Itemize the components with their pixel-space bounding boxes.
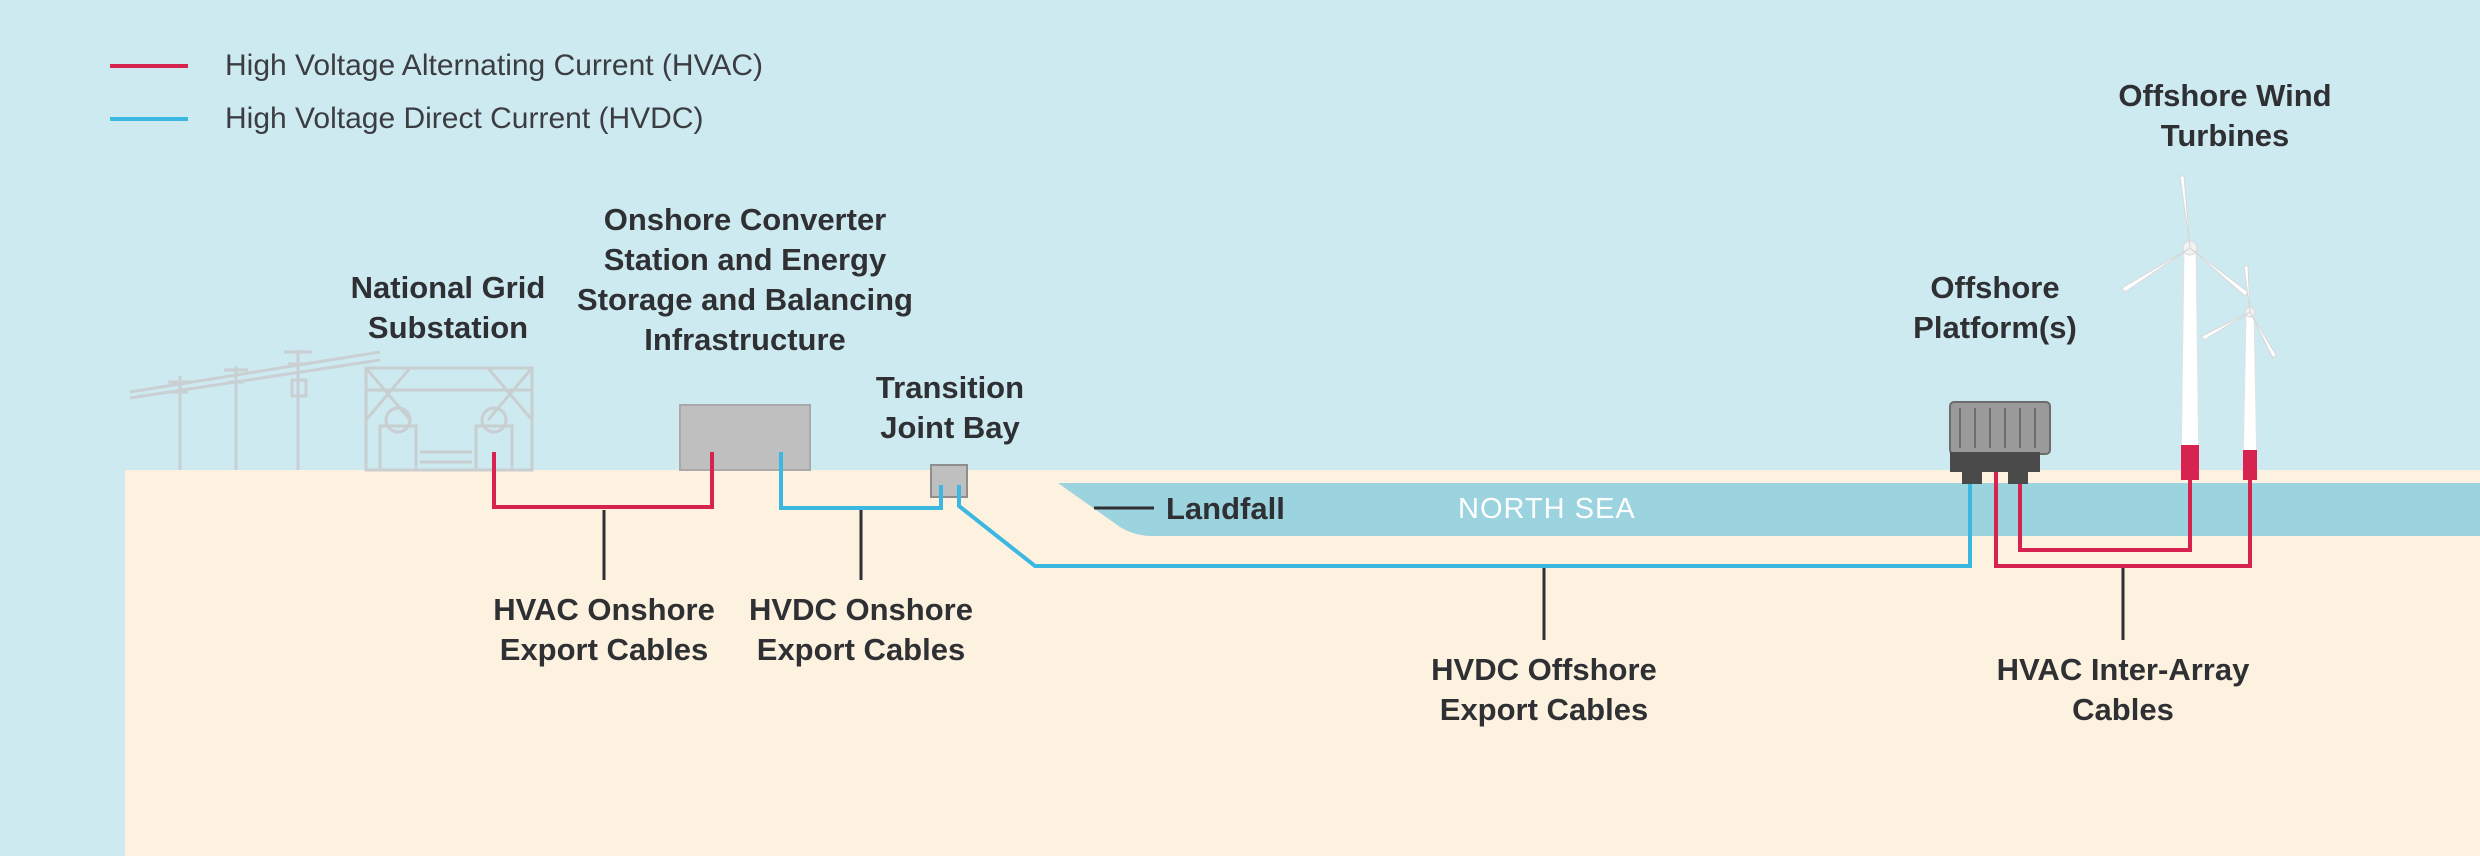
label-hvac-onshore-line1: HVAC Onshore [493, 592, 715, 627]
label-hvdc-offshore-line2: Export Cables [1439, 692, 1649, 727]
label-platform-line1: Offshore [1930, 270, 2060, 305]
label-substation-line2: Substation [367, 310, 529, 345]
label-substation-line1: National Grid [350, 270, 546, 305]
label-hvac-onshore-cables: HVAC Onshore Export Cables [469, 590, 739, 670]
label-converter-line2: Station and Energy [603, 242, 887, 277]
label-converter-line4: Infrastructure [644, 322, 846, 357]
north-sea-water [1058, 483, 2480, 536]
hvdc-offshore-cable [957, 478, 1972, 568]
sky-background [0, 0, 2480, 470]
label-converter-line3: Storage and Balancing [577, 282, 913, 317]
label-north-sea: NORTH SEA [1458, 493, 1636, 525]
offshore-platform-icon [1949, 401, 2051, 484]
left-sky-edge [0, 470, 125, 856]
label-joint-bay-line1: Transition [875, 370, 1025, 405]
label-substation: National Grid Substation [318, 268, 578, 348]
label-joint-bay: Transition Joint Bay [845, 368, 1055, 448]
label-joint-bay-line2: Joint Bay [880, 410, 1020, 445]
hvac-inter-array-inner [2018, 470, 2192, 552]
label-wind-turbines: Offshore Wind Turbines [2105, 76, 2345, 156]
hvdc-onshore-cable [779, 452, 943, 510]
label-hvdc-offshore-line1: HVDC Offshore [1431, 652, 1657, 687]
label-hvdc-onshore-line1: HVDC Onshore [749, 592, 973, 627]
wind-turbine-icon [2121, 175, 2277, 480]
label-converter-station: Onshore Converter Station and Energy Sto… [560, 200, 930, 360]
label-platform-line2: Platform(s) [1913, 310, 2077, 345]
joint-bay-box [930, 464, 968, 498]
hvac-onshore-cable [492, 452, 714, 509]
label-turbines-line2: Turbines [2160, 118, 2290, 153]
label-hvac-inter-array-cables: HVAC Inter-Array Cables [1978, 650, 2268, 730]
substation-icon [364, 366, 534, 472]
label-landfall: Landfall [1166, 491, 1285, 526]
label-hvdc-onshore-cables: HVDC Onshore Export Cables [726, 590, 996, 670]
legend-hvdc-label: High Voltage Direct Current (HVDC) [225, 102, 704, 135]
label-converter-line1: Onshore Converter [603, 202, 887, 237]
pylon-icon [129, 350, 381, 470]
label-hvac-onshore-line2: Export Cables [499, 632, 709, 667]
hvac-inter-array-outer [1994, 470, 2252, 568]
legend-hvac-label: High Voltage Alternating Current (HVAC) [225, 49, 764, 82]
label-hvdc-onshore-line2: Export Cables [756, 632, 966, 667]
label-turbines-line1: Offshore Wind [2118, 78, 2332, 113]
label-hvac-inter-line2: Cables [2072, 692, 2174, 727]
label-hvdc-offshore-cables: HVDC Offshore Export Cables [1404, 650, 1684, 730]
label-hvac-inter-line1: HVAC Inter-Array [1996, 652, 2250, 687]
label-offshore-platform: Offshore Platform(s) [1885, 268, 2105, 348]
converter-station-building [679, 404, 811, 471]
